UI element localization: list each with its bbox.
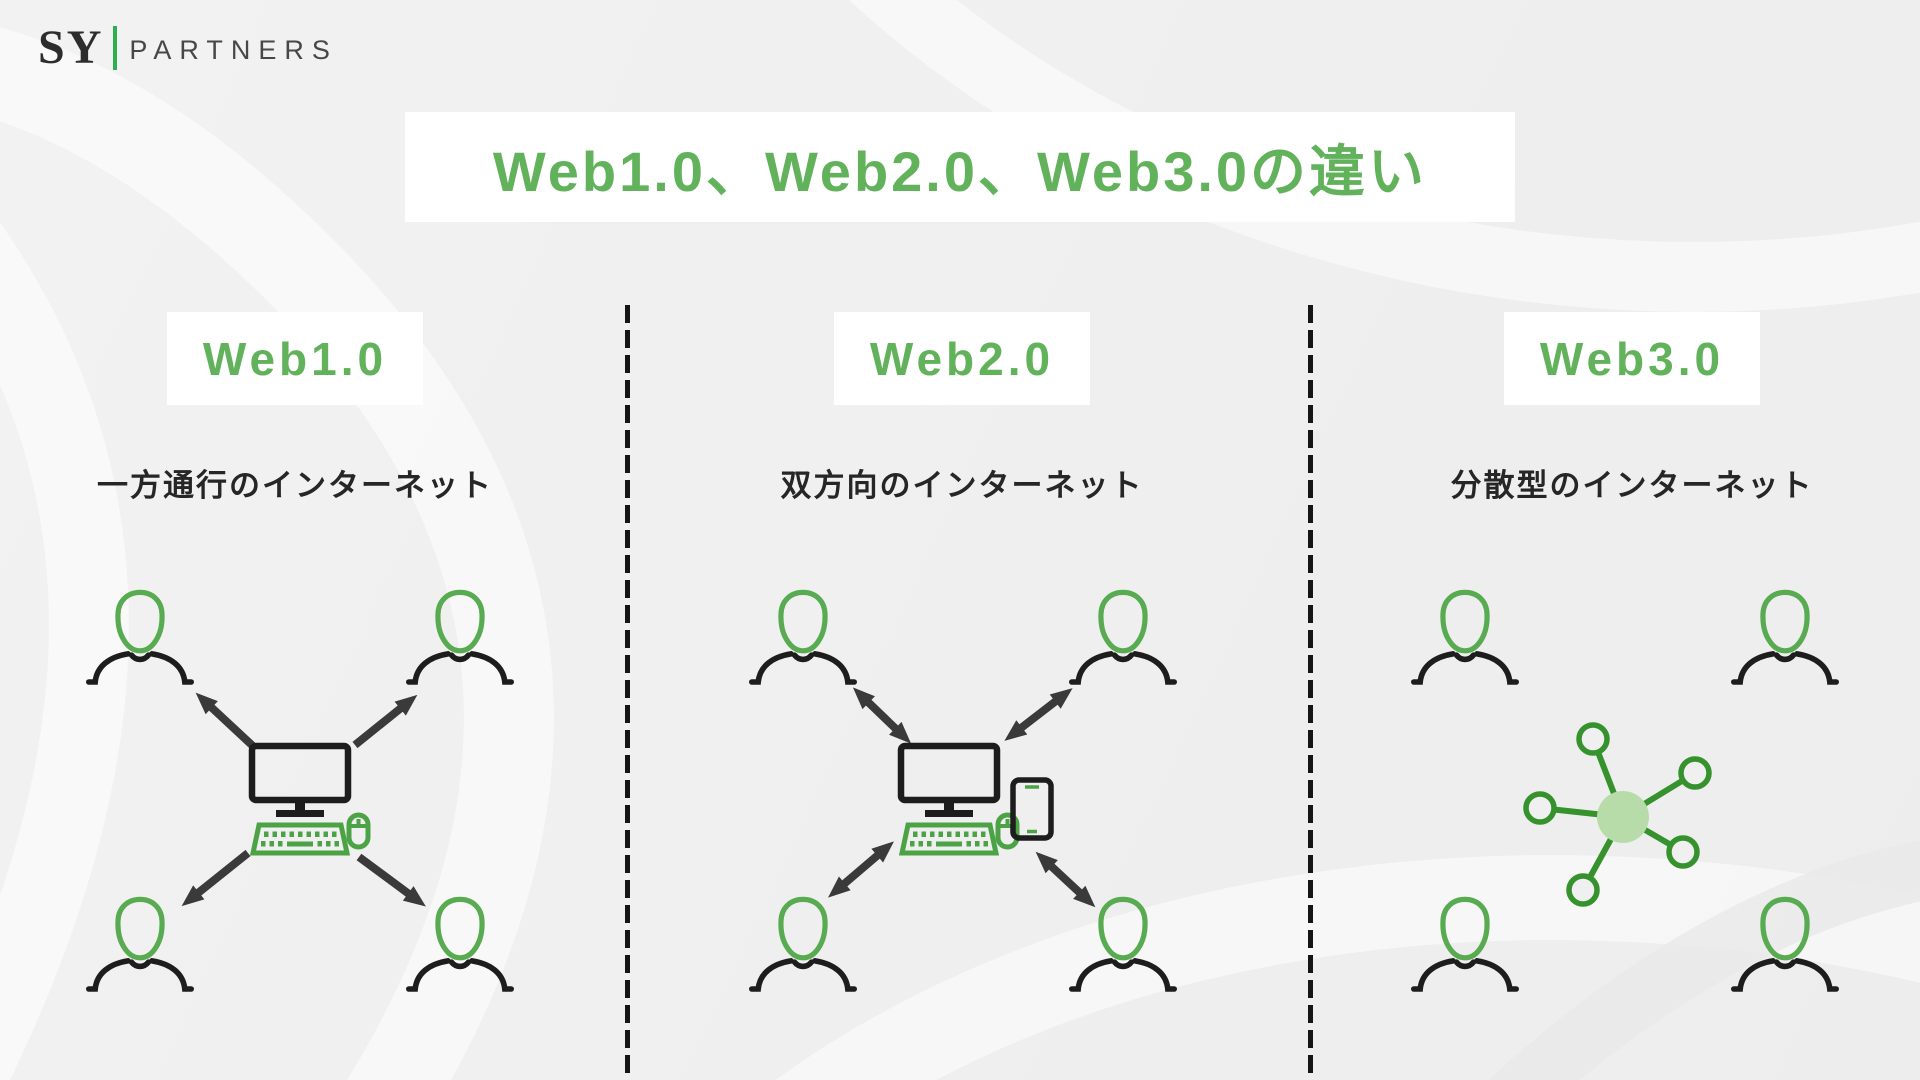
desktop-computer-icon [901,746,1017,853]
column-subtitle-web1: 一方通行のインターネット [97,468,493,503]
brand-logo-divider-bar [113,26,118,70]
column-header-web1-label: Web1.0 [202,332,388,385]
user-icon [752,899,854,989]
user-icon [89,899,191,989]
column-header-web2-label: Web2.0 [869,332,1055,385]
diagram-web1 [65,552,535,1022]
user-icon [409,899,511,989]
page-title-banner: Web1.0、Web2.0、Web3.0の違い [405,112,1515,222]
user-icon [1414,592,1516,682]
user-icon [752,592,854,682]
decentralized-network-icon [1523,722,1712,907]
column-header-web3-label: Web3.0 [1539,332,1725,385]
network-hub-node [1597,791,1649,843]
brand-logo: SY PARTNERS [38,24,338,72]
diagram-web2 [728,552,1198,1022]
network-peer-nodes [1523,722,1712,907]
user-icon [89,592,191,682]
desktop-computer-icon [252,746,368,853]
two-way-arrow-icon [828,687,1096,908]
column-subtitle-web3: 分散型のインターネット [1450,468,1814,503]
column-divider-1 [625,305,630,1080]
one-way-arrow-icon [181,692,426,907]
user-icon [1734,899,1836,989]
diagram-web3 [1390,552,1860,1022]
column-divider-2 [1308,305,1313,1080]
user-icon [1072,899,1174,989]
column-header-web1: Web1.0 [167,312,423,405]
column-header-web2: Web2.0 [834,312,1090,405]
column-subtitle-web2: 双方向のインターネット [780,468,1144,503]
page-title: Web1.0、Web2.0、Web3.0の違い [492,139,1428,203]
user-icon [1414,899,1516,989]
user-icon [409,592,511,682]
brand-logo-primary: SY [38,21,104,74]
user-icon [1734,592,1836,682]
brand-logo-secondary: PARTNERS [129,34,338,65]
user-icon [1072,592,1174,682]
column-header-web3: Web3.0 [1504,312,1760,405]
